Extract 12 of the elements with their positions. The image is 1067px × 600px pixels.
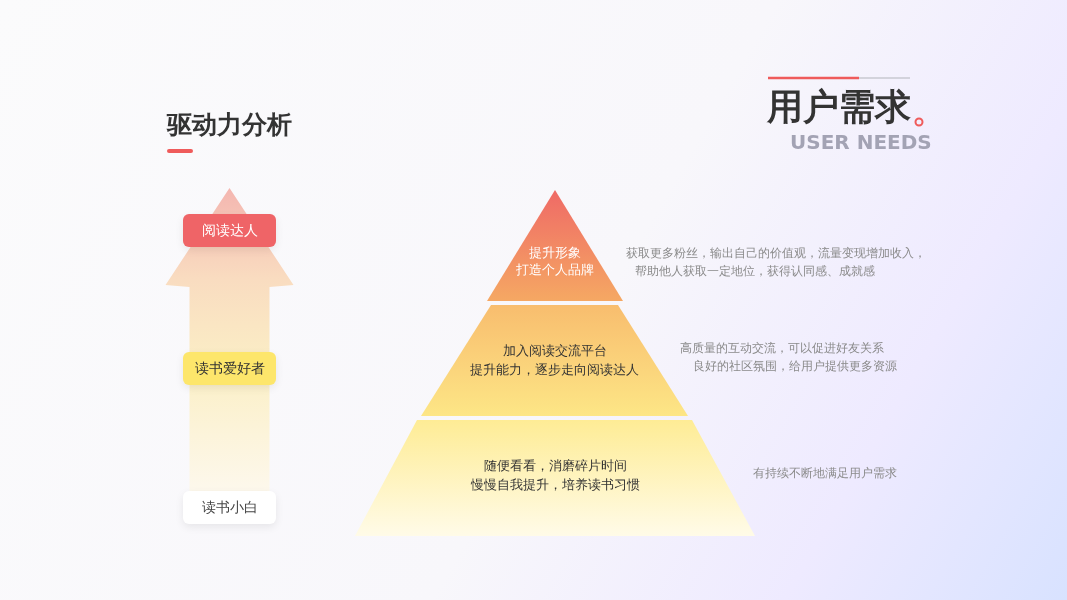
- level-badge: 读书爱好者: [183, 352, 276, 385]
- heading: 驱动力分析: [167, 109, 292, 141]
- title: 用户需求: [767, 86, 911, 128]
- pyramid-tier: 随便看看，消磨碎片时间 慢慢自我提升，培养读书习惯: [355, 420, 755, 536]
- pyramid-tier: 提升形象 打造个人品牌: [487, 190, 623, 301]
- description-text: 良好的社区氛围，给用户提供更多资源: [693, 359, 897, 374]
- watermark-text: USER NEEDS: [790, 131, 932, 153]
- level-badge: 读书小白: [183, 491, 276, 524]
- description-text: 有持续不断地满足用户需求: [753, 466, 897, 481]
- description-text: 帮助他人获取一定地位，获得认同感、成就感: [635, 264, 875, 279]
- level-badge: 阅读达人: [183, 214, 276, 247]
- description-text: 获取更多粉丝，输出自己的价值观，流量变现增加收入，: [626, 246, 926, 261]
